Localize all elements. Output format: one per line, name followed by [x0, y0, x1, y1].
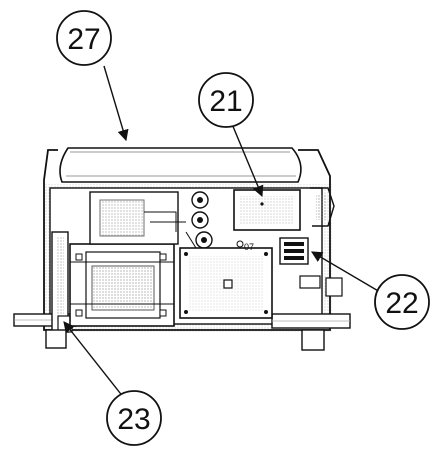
- callout-27: 27: [56, 10, 112, 66]
- callout-22-label: 22: [385, 287, 418, 320]
- right-tube: [271, 313, 351, 329]
- svg-text:07: 07: [244, 242, 254, 252]
- callout-23: 23: [106, 390, 162, 446]
- leader-lines: [63, 65, 381, 399]
- part-21-board: 07: [233, 189, 301, 252]
- callout-27-label: 27: [67, 23, 100, 56]
- right-side-panel: [299, 187, 343, 297]
- callout-21: 21: [198, 72, 254, 128]
- callout-22: 22: [374, 274, 430, 330]
- main-pcb: [179, 247, 273, 319]
- base-feet: [45, 329, 325, 351]
- callout-21-label: 21: [209, 85, 242, 118]
- callout-23-label: 23: [117, 403, 150, 436]
- part-22-terminal: [279, 237, 309, 265]
- upper-inner-module: [89, 191, 186, 245]
- adjustment-knobs: [185, 191, 213, 249]
- transformer-block: [69, 243, 175, 327]
- top-cover: [59, 147, 302, 183]
